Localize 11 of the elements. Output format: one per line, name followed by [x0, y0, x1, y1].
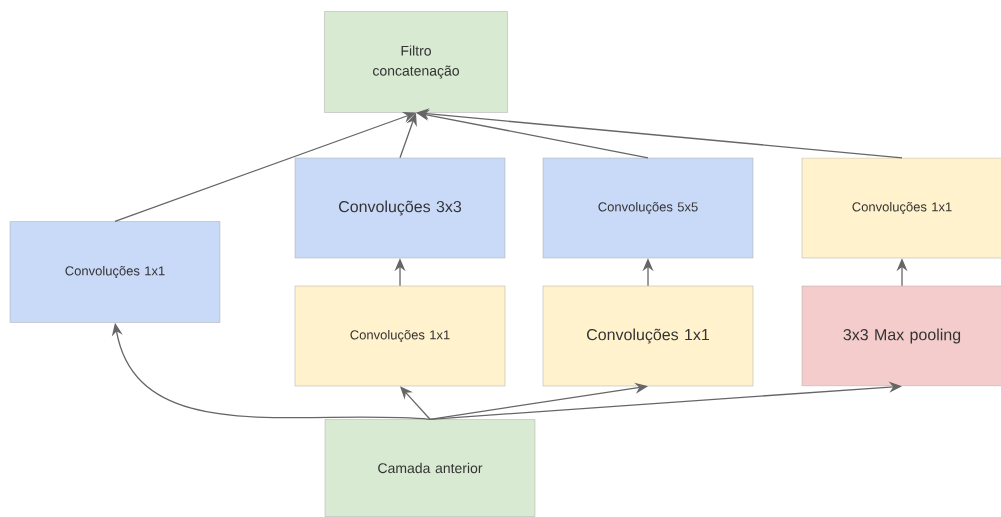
- pooling-box: 3x3 Max pooling: [801, 285, 1001, 387]
- arrow: [400, 386, 431, 420]
- convolution-box: Convoluções 1x1: [542, 285, 754, 387]
- arrow: [114, 111, 416, 222]
- convolution-box: Convoluções 1x1: [294, 285, 506, 387]
- convolution-box: Convoluções 1x1: [9, 221, 221, 323]
- layer-box: Camada anterior: [324, 419, 536, 517]
- convolution-box: Convoluções 3x3: [294, 157, 506, 259]
- convolution-box: Convoluções 1x1: [801, 157, 1001, 259]
- convolution-box: Convoluções 5x5: [542, 157, 754, 259]
- layer-box: Filtro concatenação: [324, 11, 508, 113]
